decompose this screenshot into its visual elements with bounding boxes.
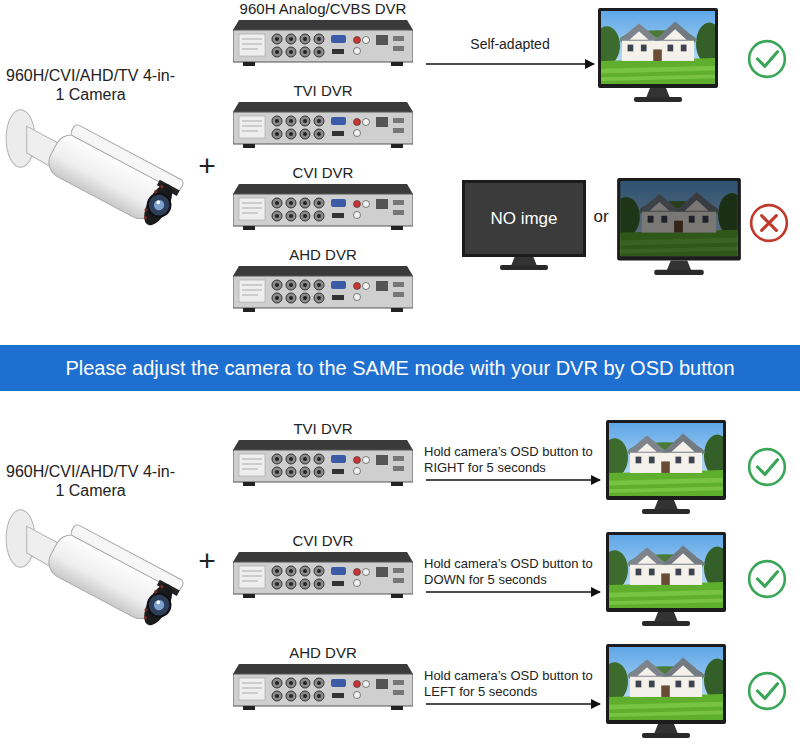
arrow-label: Hold camera’s OSD button to DOWN for 5 s…: [424, 556, 604, 588]
dvr-heading: AHD DVR: [289, 246, 357, 264]
dvr-picture: [233, 266, 413, 312]
arrow: [426, 479, 600, 481]
instruction-text: Please adjust the camera to the SAME mod…: [65, 357, 734, 380]
arrow: [426, 63, 594, 65]
arrow-label: Self-adapted: [428, 36, 592, 53]
dvr-unit: CVI DVR: [213, 532, 433, 602]
instruction-band: Please adjust the camera to the SAME mod…: [0, 345, 800, 391]
check-mark: [749, 561, 785, 597]
blank-monitor-screen: NO imge: [462, 180, 586, 257]
monitor-picture: [601, 532, 730, 626]
cross-mark: [751, 205, 787, 241]
camera-picture: [6, 110, 184, 231]
plus-sign: +: [190, 545, 224, 577]
monitor-picture: [593, 8, 722, 102]
arrow: [426, 703, 600, 705]
check-mark: [749, 41, 785, 77]
dvr-heading: TVI DVR: [293, 82, 352, 100]
dvr-picture: [233, 20, 413, 66]
dvr-unit: 960H Analog/CVBS DVR: [213, 0, 433, 70]
dvr-picture: [233, 440, 413, 486]
monitor-stand: [500, 265, 548, 270]
dvr-heading: AHD DVR: [289, 644, 357, 662]
dvr-unit: CVI DVR: [213, 164, 433, 234]
arrow: [426, 591, 600, 593]
dvr-unit: TVI DVR: [213, 420, 433, 490]
dvr-picture: [233, 102, 413, 148]
dvr-picture: [233, 664, 413, 710]
dvr-heading: CVI DVR: [293, 532, 354, 550]
dark-monitor-picture: [612, 178, 745, 275]
dvr-heading: CVI DVR: [293, 164, 354, 182]
camera-picture: [6, 510, 184, 631]
arrow-label: Hold camera’s OSD button to LEFT for 5 s…: [424, 668, 604, 700]
connector-word: or: [587, 207, 615, 227]
monitor-stand: [511, 256, 537, 266]
dvr-unit: AHD DVR: [213, 644, 433, 714]
dvr-picture: [233, 184, 413, 230]
monitor-picture: [601, 644, 730, 738]
arrow-label: Hold camera’s OSD button to RIGHT for 5 …: [424, 444, 604, 476]
check-mark: [749, 673, 785, 709]
dvr-unit: TVI DVR: [213, 82, 433, 152]
monitor-picture: [601, 420, 730, 514]
dvr-heading: TVI DVR: [293, 420, 352, 438]
dvr-picture: [233, 552, 413, 598]
camera-label: 960H/CVI/AHD/TV 4-in-1 Camera: [3, 462, 178, 500]
dvr-unit: AHD DVR: [213, 246, 433, 316]
check-mark: [749, 449, 785, 485]
camera-label: 960H/CVI/AHD/TV 4-in-1 Camera: [3, 66, 178, 104]
screen-text: NO imge: [490, 209, 557, 229]
plus-sign: +: [190, 150, 224, 182]
dvr-heading: 960H Analog/CVBS DVR: [240, 0, 407, 18]
